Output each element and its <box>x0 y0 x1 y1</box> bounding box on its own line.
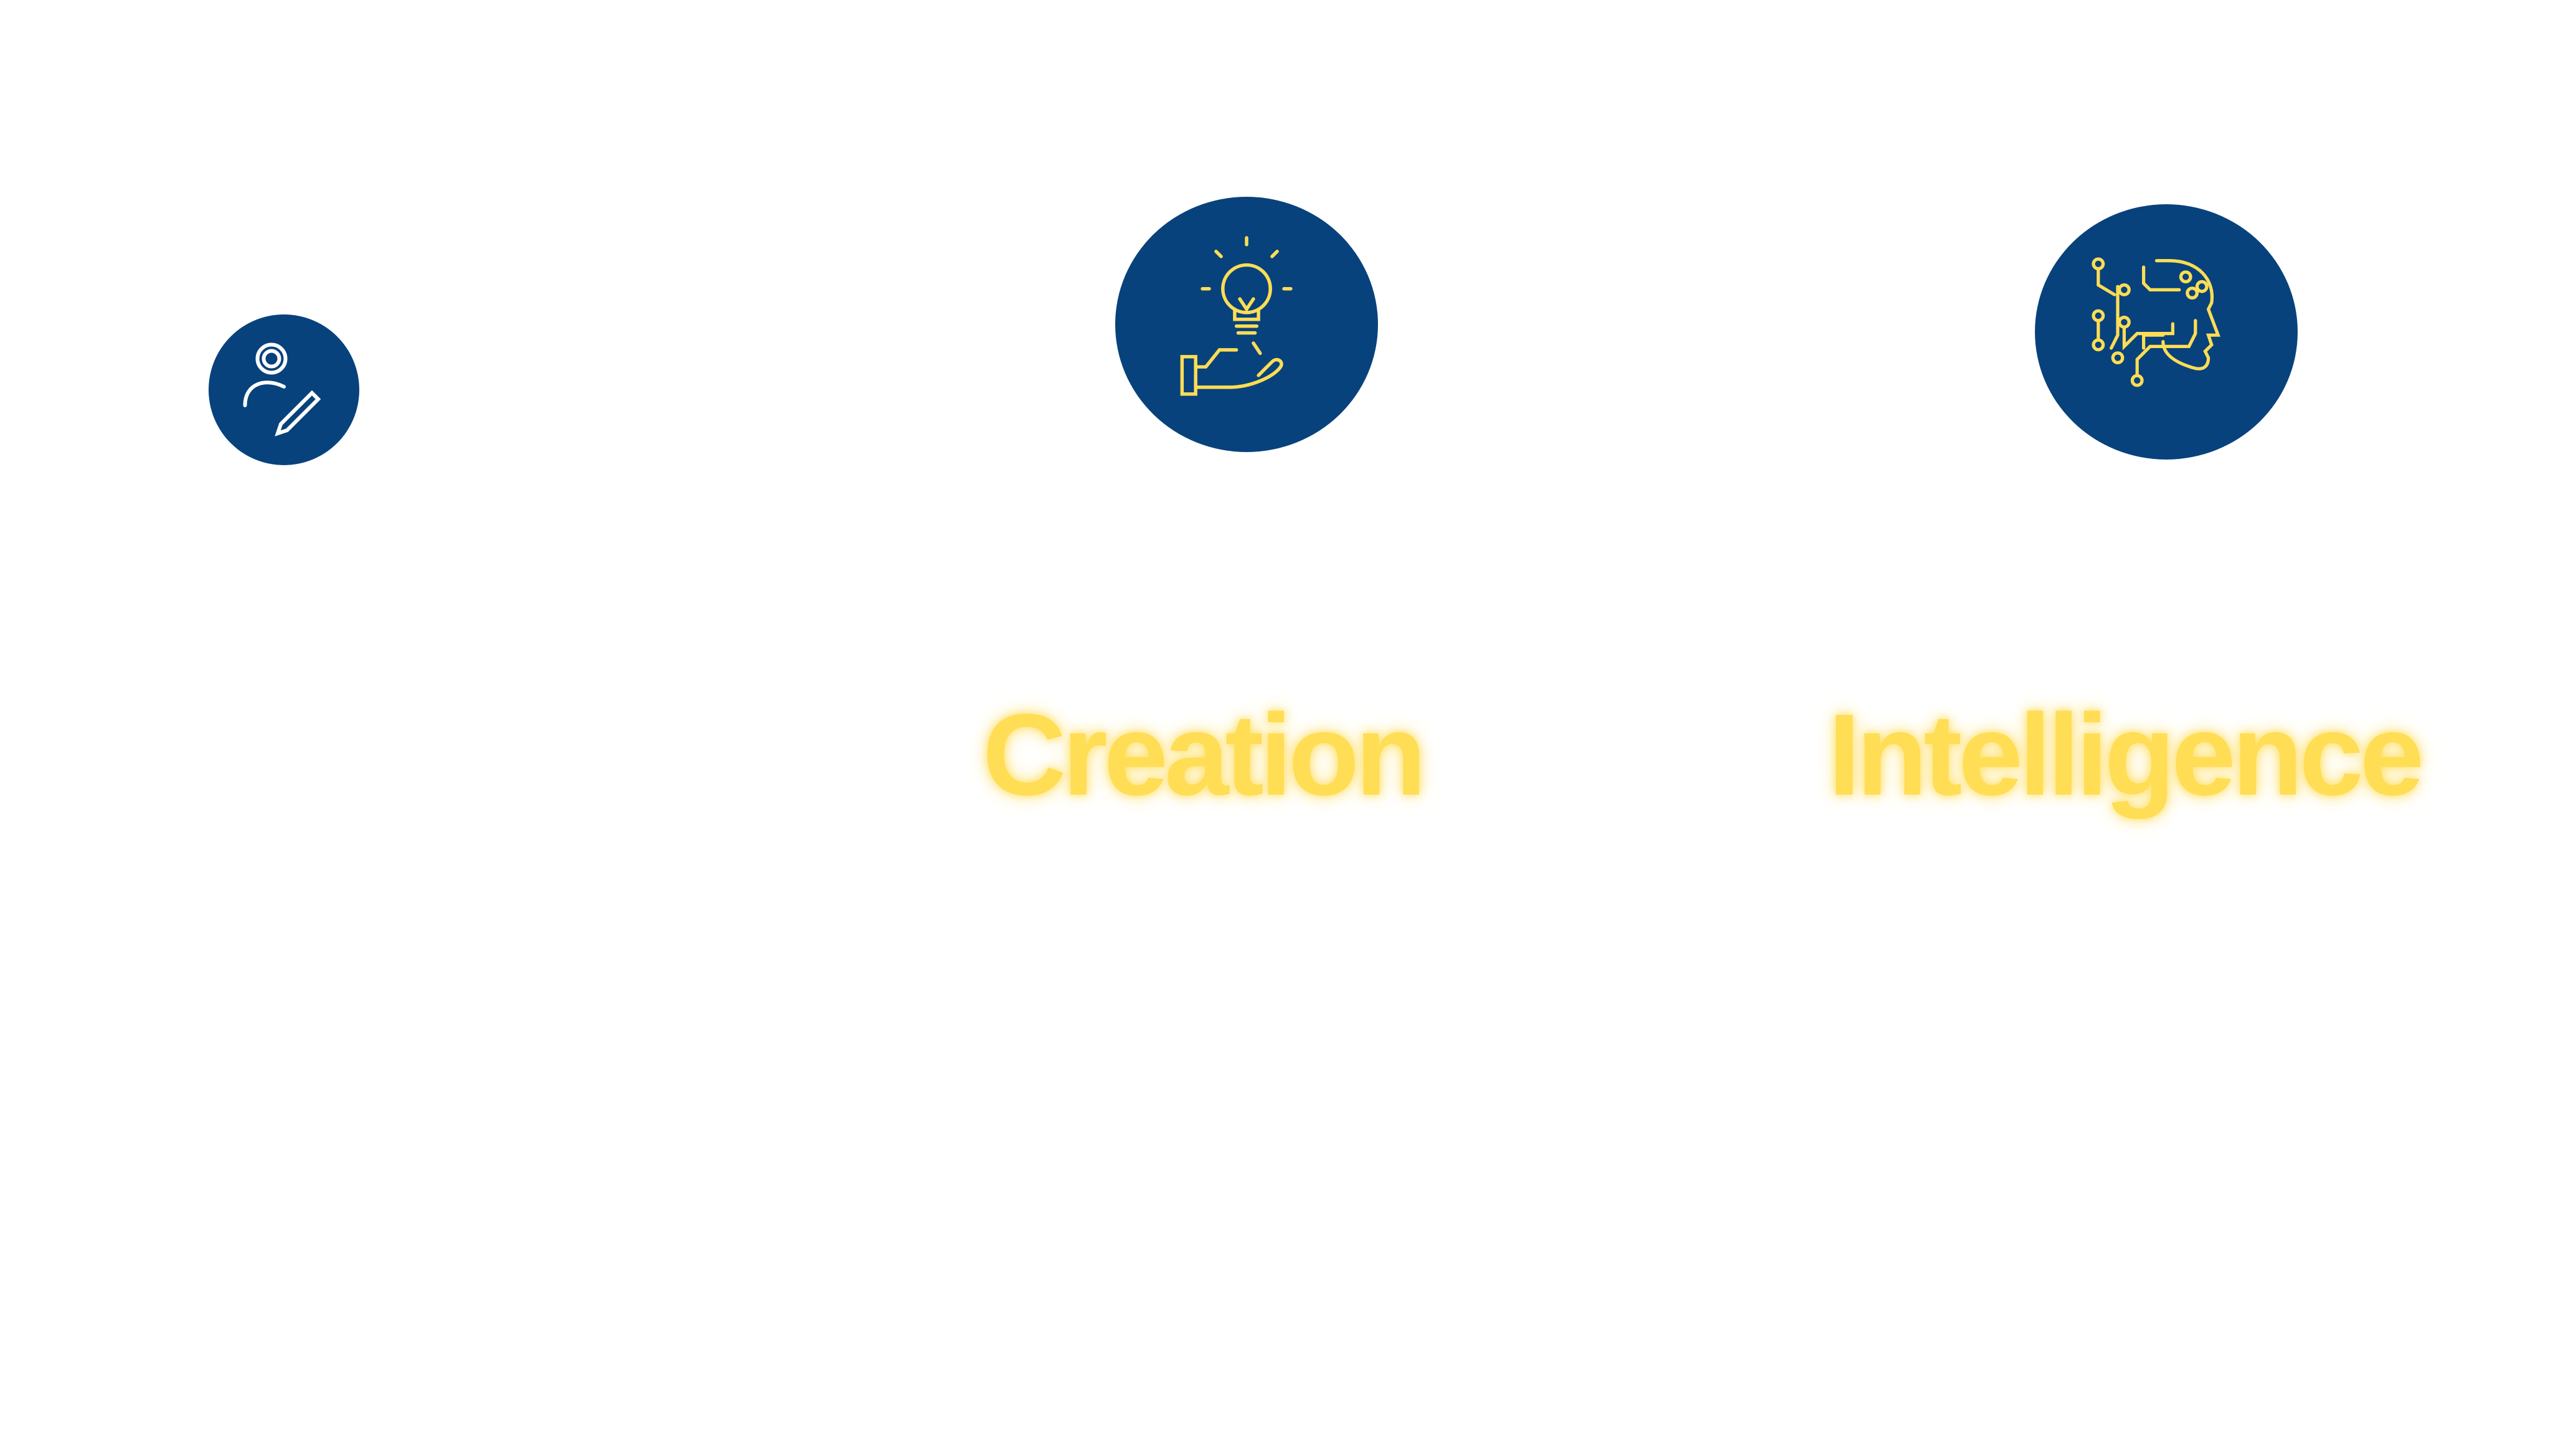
ai-brain-circuit-icon <box>2092 257 2220 387</box>
intelligence-label: Intelligence <box>1828 691 2424 819</box>
idea-lightbulb-hand-icon <box>1180 236 1293 396</box>
creation-label: Creation <box>983 691 1426 819</box>
feature-circle-intelligence <box>2035 204 2298 460</box>
feature-circle-creation <box>1115 197 1378 452</box>
user-edit-icon <box>243 342 321 437</box>
feature-circle-user <box>209 314 359 465</box>
